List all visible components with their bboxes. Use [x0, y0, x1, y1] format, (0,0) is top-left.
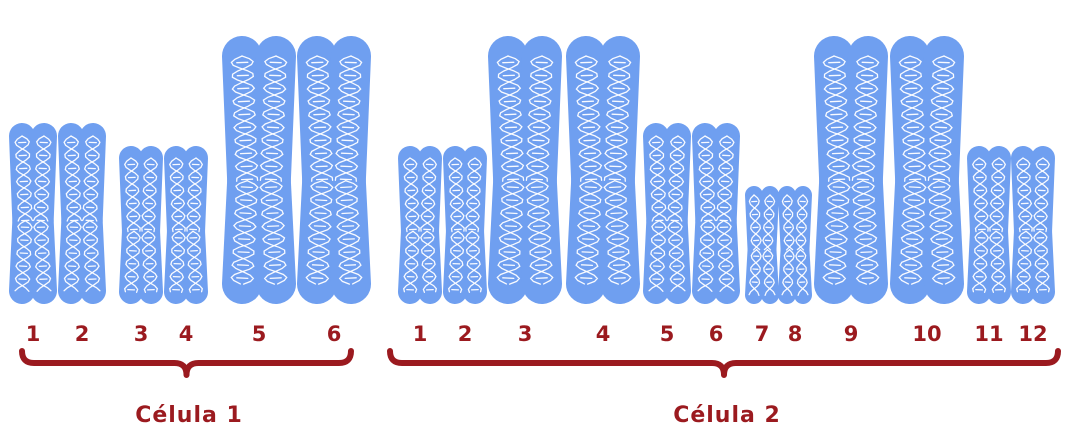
- cell-1-chromosome-1-number: 1: [26, 322, 41, 346]
- cell-2-chromosome-5-number: 5: [660, 322, 675, 346]
- cell-2-chromosome-9-number: 9: [844, 322, 859, 346]
- cell-1-chromosome-6-number: 6: [327, 322, 342, 346]
- chromosome-group: [8, 35, 1055, 305]
- brace-group: [19, 348, 1061, 378]
- cell-2-chromosome-7-number: 7: [755, 322, 770, 346]
- cell-2-chromosome-1-number: 1: [413, 322, 428, 346]
- cell-1-chromosome-5-number: 5: [252, 322, 267, 346]
- cell-2-chromosome-7: [745, 185, 779, 304]
- cell-2-chromosome-1: [397, 146, 442, 304]
- cell-2-chromosome-6-number: 6: [709, 322, 724, 346]
- cell-1-chromosome-5: [222, 35, 296, 304]
- cell-2-chromosome-10: [890, 35, 965, 304]
- cell-2-chromosome-8-number: 8: [788, 322, 803, 346]
- cell-2-chromosome-8: [778, 185, 812, 304]
- cell-2-chromosome-12-number: 12: [1018, 322, 1047, 346]
- cell-1-chromosome-4: [163, 146, 208, 304]
- cell-2-chromosome-9: [814, 35, 889, 304]
- cell-1-chromosome-3: [119, 146, 163, 304]
- cell-2-chromosome-2-number: 2: [458, 322, 473, 346]
- cell-2-chromosome-4: [566, 35, 640, 304]
- cell-2-chromosome-11-number: 11: [974, 322, 1003, 346]
- cell-2-chromosome-11: [967, 146, 1011, 304]
- cell-2-chromosome-3: [488, 35, 562, 304]
- cell-1-chromosome-4-number: 4: [179, 322, 194, 346]
- cell-1-chromosome-3-number: 3: [134, 322, 149, 346]
- cell-2-chromosome-12: [1011, 145, 1055, 304]
- cell-2-chromosome-6: [692, 123, 740, 305]
- cell-1-chromosome-2: [57, 122, 106, 304]
- cell-1-chromosome-2-number: 2: [75, 322, 90, 346]
- cell-2-chromosome-2: [442, 146, 487, 304]
- cell-2-brace: [387, 348, 1061, 378]
- cell-1-chromosome-6: [297, 35, 371, 304]
- cell-1-brace: [19, 348, 354, 378]
- cell-1-label: Célula 1: [135, 403, 243, 428]
- cell-1-chromosome-1: [8, 123, 57, 305]
- cell-2-chromosome-3-number: 3: [518, 322, 533, 346]
- cell-2-chromosome-5: [643, 123, 691, 305]
- cell-2-chromosome-4-number: 4: [596, 322, 611, 346]
- cell-2-label: Célula 2: [673, 403, 781, 428]
- cell-2-chromosome-10-number: 10: [912, 322, 941, 346]
